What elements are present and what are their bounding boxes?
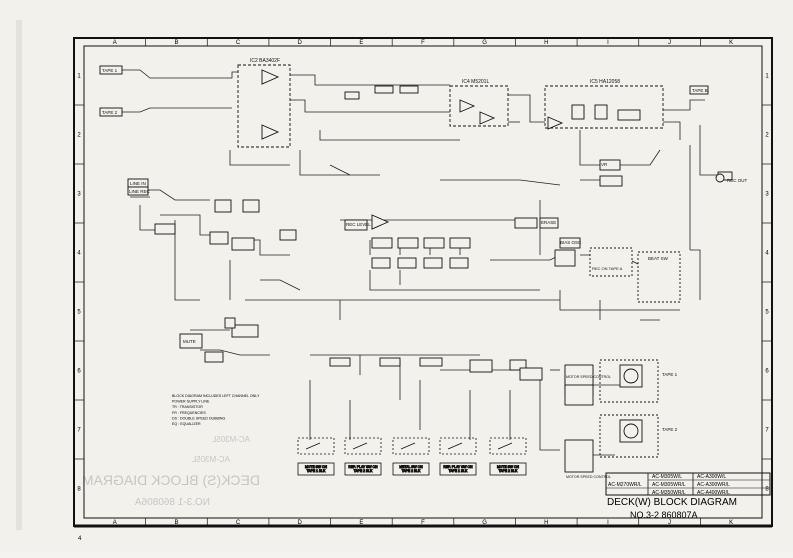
beat-sw-label: BEAT SW bbox=[648, 256, 669, 261]
ghost-line-4: NO.3-1 860806A bbox=[135, 497, 210, 508]
ghost-line-3: DECK(S) BLOCK DIAGRAM bbox=[82, 472, 260, 488]
model-cell: AC-M305W/L bbox=[652, 474, 682, 480]
legend-line-5: DS : DOUBLE SPEED DUBBING bbox=[172, 416, 226, 420]
line-in-label: LINE IN bbox=[130, 181, 146, 186]
vr-label: VR bbox=[601, 162, 608, 167]
column-label-K: K bbox=[729, 520, 733, 526]
ic4-block bbox=[450, 86, 508, 126]
column-label-F: F bbox=[421, 520, 425, 526]
rec-out-jack-icon bbox=[716, 174, 724, 182]
ic2-label: IC2 BA3402F bbox=[250, 58, 280, 64]
column-label-D: D bbox=[298, 520, 303, 526]
motor-1-icon bbox=[624, 369, 638, 383]
erase-label: ERASE bbox=[541, 220, 556, 225]
tape1-motor-label: TAPE 1 bbox=[662, 372, 678, 377]
column-label-B: B bbox=[174, 40, 178, 46]
ghost-line-2: AC-M305L bbox=[191, 455, 230, 464]
column-label-A: A bbox=[113, 40, 117, 46]
rec-on-tape-a-block bbox=[590, 248, 632, 276]
column-label-J: J bbox=[668, 520, 671, 526]
column-label-E: E bbox=[359, 40, 363, 46]
motor1-label: MOTOR SPEED CONTROL bbox=[566, 375, 611, 379]
column-label-J: J bbox=[668, 40, 671, 46]
tape2-motor-label: TAPE 2 bbox=[662, 427, 678, 432]
rec-on-label: REC ON TAPE A bbox=[592, 266, 623, 271]
ic5-label: IC5 HA12058 bbox=[590, 79, 620, 85]
legend-line-4: FR : FREQUENCIES bbox=[172, 411, 206, 415]
column-label-F: F bbox=[421, 40, 425, 46]
column-label-E: E bbox=[359, 520, 363, 526]
tapeb-label: TAPE B bbox=[692, 88, 708, 93]
model-cell: AC-M270WR/L bbox=[608, 482, 642, 488]
ghost-line-1: AC-M305L bbox=[211, 435, 250, 444]
tape1-label: TAPE 1 bbox=[102, 68, 118, 73]
column-label-B: B bbox=[174, 520, 178, 526]
motor-2-icon bbox=[624, 424, 638, 438]
column-label-C: C bbox=[236, 40, 241, 46]
column-label-G: G bbox=[482, 40, 487, 46]
legend-line-6: EQ : EQUALIZER bbox=[172, 422, 201, 426]
column-label-K: K bbox=[729, 40, 733, 46]
column-label-H: H bbox=[544, 520, 548, 526]
mute-label: MUTE bbox=[183, 339, 196, 344]
column-label-C: C bbox=[236, 520, 241, 526]
tape2-label: TAPE 2 bbox=[102, 110, 118, 115]
legend-line-2: POWER SUPPLY LINE bbox=[172, 400, 210, 404]
line-rec-label: LINE REC bbox=[129, 189, 151, 194]
model-cell: AC-A300W/L bbox=[697, 474, 726, 480]
model-cell: AC-M305WR/L bbox=[652, 482, 686, 488]
column-label-D: D bbox=[298, 40, 303, 46]
column-label-A: A bbox=[113, 520, 117, 526]
legend-line-3: TR : TRANSISTOR bbox=[172, 405, 203, 409]
column-label-G: G bbox=[482, 520, 487, 526]
rec-out-label: REC OUT bbox=[727, 178, 748, 183]
diagram-title: DECK(W) BLOCK DIAGRAM bbox=[607, 497, 737, 508]
model-cell: AC-A400WR/L bbox=[697, 490, 730, 496]
bias-osc-label: BIAS OSC bbox=[560, 240, 582, 245]
motor2-label: MOTOR SPEED CONTROL bbox=[566, 475, 611, 479]
model-cell: AC-A300WR/L bbox=[697, 482, 730, 488]
column-label-H: H bbox=[544, 40, 548, 46]
diagram-number: NO.3-2 860807A bbox=[630, 510, 698, 520]
ic4-label: IC4 M5201L bbox=[462, 79, 489, 85]
model-cell: AC-M350WR/L bbox=[652, 490, 686, 496]
motor-speed-block-2 bbox=[565, 440, 593, 472]
level-label: REC LEVEL bbox=[346, 222, 371, 227]
legend-line-1: BLOCK DIAGRAM INCLUDES LEFT CHANNEL ONLY bbox=[172, 394, 260, 398]
